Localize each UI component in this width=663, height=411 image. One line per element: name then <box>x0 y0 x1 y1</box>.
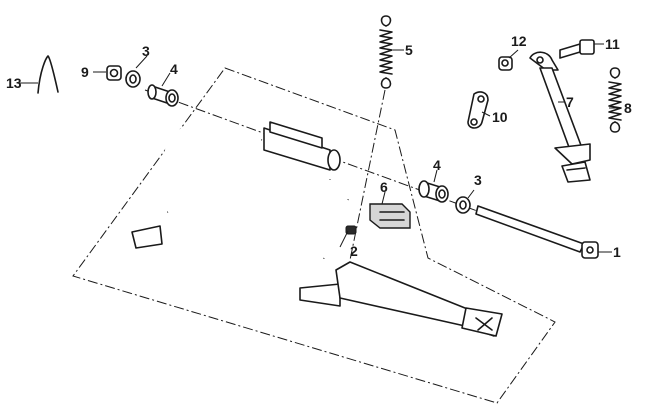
callout-labels: 13 9 3 4 5 6 2 4 3 1 7 8 10 11 12 <box>6 33 632 260</box>
callout-2: 2 <box>350 243 358 259</box>
callout-8: 7 <box>566 94 574 110</box>
part-9-spring <box>608 67 622 133</box>
pivot-axis-line <box>144 89 591 253</box>
assembly-boundary <box>72 67 556 404</box>
callout-5: 5 <box>405 42 413 58</box>
part-4-bushing-right <box>418 180 449 203</box>
part-12-nut <box>498 56 513 71</box>
callout-10: 10 <box>492 109 508 125</box>
part-1-pivot-bolt <box>475 205 599 259</box>
part-4-bushing-left <box>147 84 179 107</box>
callout-7: 9 <box>81 64 89 80</box>
part-10-link-plate <box>467 91 489 129</box>
part-7-nut <box>106 65 122 81</box>
callout-6: 6 <box>380 179 388 195</box>
callout-11: 11 <box>605 36 620 52</box>
part-6-rubber-stop <box>369 203 411 229</box>
part-3-washer-left <box>125 70 141 88</box>
leader-lines <box>19 43 620 253</box>
callout-4-left: 4 <box>170 61 178 77</box>
part-5-spring <box>379 15 393 89</box>
part-2-center-stand <box>131 121 503 337</box>
callout-12: 12 <box>511 33 527 49</box>
callout-3-left: 3 <box>142 43 150 59</box>
callout-13: 13 <box>6 75 22 91</box>
callout-4-right: 4 <box>433 157 441 173</box>
spring-axis-line <box>349 89 386 261</box>
callout-9: 8 <box>624 100 632 116</box>
part-8-side-stand <box>529 51 591 183</box>
callout-3-right: 3 <box>474 172 482 188</box>
part-3-washer-right <box>455 196 471 214</box>
part-11-bolt <box>559 39 595 59</box>
callout-1: 1 <box>613 244 621 260</box>
part-13-wire-clip <box>37 55 59 94</box>
